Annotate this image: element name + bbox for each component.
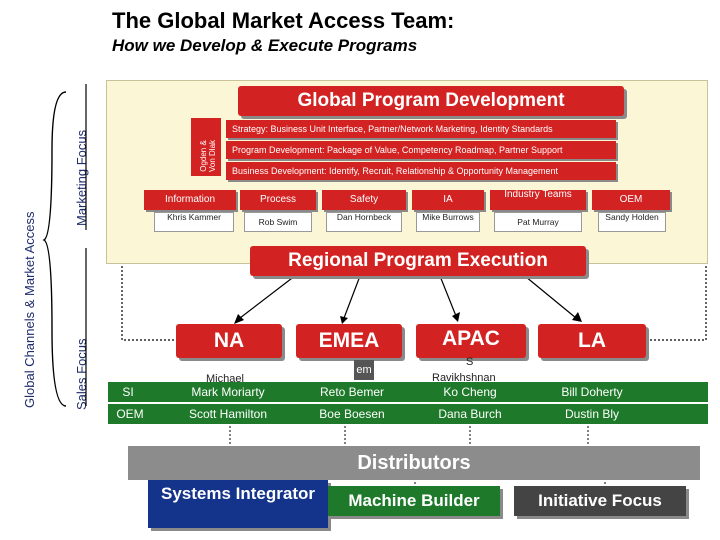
- region-apac: APAC: [416, 324, 526, 358]
- segment-industry-teams: Industry Teams: [490, 190, 586, 210]
- emea-overlay-text: em: [354, 360, 374, 380]
- execution-header: Regional Program Execution: [250, 246, 586, 276]
- si-emea: Reto Bemer: [319, 385, 385, 399]
- ogden-vondlak-box: Ogden &Von Dlak: [191, 118, 221, 176]
- development-header: Global Program Development: [238, 86, 624, 116]
- oem-na: Scott Hamilton: [188, 407, 268, 421]
- region-na: NA: [176, 324, 282, 358]
- oem-emea: Boe Boesen: [319, 407, 385, 421]
- segment-person-safety: Dan Hornbeck: [326, 212, 402, 232]
- segment-person-ia: Mike Burrows: [416, 212, 480, 232]
- apac-overlay-s: S: [466, 356, 474, 368]
- oem-la: Dustin Bly: [564, 407, 620, 421]
- segment-safety: Safety: [322, 190, 406, 210]
- si-la: Bill Doherty: [561, 385, 623, 399]
- distributors-bar: Distributors: [128, 446, 700, 480]
- segment-information: Information: [144, 190, 236, 210]
- segment-process: Process: [240, 190, 316, 210]
- row-label-si: SI: [122, 385, 134, 399]
- region-emea: EMEA: [296, 324, 402, 358]
- focus-brace: [42, 91, 67, 407]
- apac-overlay-text: Ravikhshnan: [432, 372, 496, 384]
- segment-person-process: Rob Swim: [244, 212, 312, 232]
- systems-integrator-box: Systems Integrator: [148, 480, 328, 528]
- owner-line-2: Von Dlak: [208, 139, 217, 172]
- row-label-oem: OEM: [116, 407, 144, 421]
- machine-builder-box: Machine Builder: [328, 486, 500, 516]
- program-development-strip: Program Development: Package of Value, C…: [226, 141, 616, 159]
- owner-line-1: Ogden &: [199, 140, 208, 172]
- strategy-strip: Strategy: Business Unit Interface, Partn…: [226, 120, 616, 138]
- si-apac: Ko Cheng: [443, 385, 497, 399]
- region-la: LA: [538, 324, 646, 358]
- page-title: The Global Market Access Team:: [112, 8, 455, 33]
- segment-person-information: Khris Kammer: [154, 212, 234, 232]
- table-row-oem: OEM Scott Hamilton Boe Boesen Dana Burch…: [108, 404, 708, 424]
- segment-ia: IA: [412, 190, 484, 210]
- page-subtitle: How we Develop & Execute Programs: [112, 36, 418, 55]
- segment-person-industry-teams: Pat Murray: [494, 212, 582, 232]
- table-row-si: SI Mark Moriarty Reto Bemer Ko Cheng Bil…: [108, 382, 708, 402]
- initiative-focus-box: Initiative Focus: [514, 486, 686, 516]
- segment-person-oem: Sandy Holden: [598, 212, 666, 232]
- oem-apac: Dana Burch: [438, 407, 502, 421]
- business-development-strip: Business Development: Identify, Recruit,…: [226, 162, 616, 180]
- si-na: Mark Moriarty: [191, 385, 265, 399]
- segment-oem: OEM: [592, 190, 670, 210]
